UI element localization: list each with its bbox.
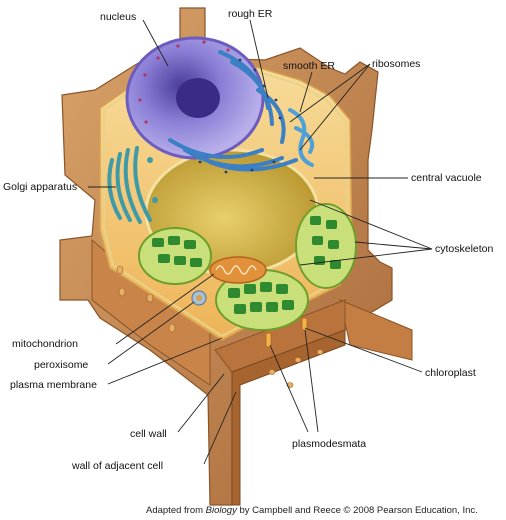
chloroplast-left bbox=[138, 227, 212, 285]
label-rough-er: rough ER bbox=[228, 8, 273, 20]
label-cell-wall: cell wall bbox=[130, 428, 167, 440]
label-cytoskeleton: cytoskeleton bbox=[435, 243, 494, 255]
credit-line: Adapted from Biology by Campbell and Ree… bbox=[146, 505, 478, 516]
label-nucleus: nucleus bbox=[100, 11, 136, 23]
chloroplast-bottom bbox=[215, 269, 309, 331]
plasmodesmata bbox=[265, 317, 308, 348]
label-plasma-membrane: plasma membrane bbox=[10, 379, 97, 391]
credit-suffix: by Campbell and Reece © 2008 Pearson Edu… bbox=[237, 505, 478, 516]
label-central-vacuole: central vacuole bbox=[411, 172, 482, 184]
label-chloroplast: chloroplast bbox=[425, 367, 476, 379]
nucleus bbox=[125, 36, 265, 160]
mitochondrion bbox=[209, 256, 267, 284]
label-ribosomes: ribosomes bbox=[372, 58, 420, 70]
label-peroxisome: peroxisome bbox=[34, 359, 88, 371]
label-plasmodesmata: plasmodesmata bbox=[292, 438, 366, 450]
label-mitochondrion: mitochondrion bbox=[12, 338, 78, 350]
golgi-apparatus bbox=[107, 146, 158, 224]
peroxisome-core bbox=[196, 295, 202, 301]
label-smooth-er: smooth ER bbox=[283, 60, 335, 72]
label-golgi-apparatus: Golgi apparatus bbox=[3, 181, 77, 193]
nucleolus bbox=[176, 78, 220, 118]
chloroplast-right bbox=[295, 203, 357, 289]
wall-pits bbox=[116, 265, 324, 388]
credit-title: Biology bbox=[206, 505, 238, 516]
smooth-er bbox=[288, 108, 315, 167]
label-wall-of-adjacent-cell: wall of adjacent cell bbox=[71, 460, 163, 472]
credit-prefix: Adapted from bbox=[146, 505, 206, 516]
leader-lines bbox=[88, 19, 433, 465]
